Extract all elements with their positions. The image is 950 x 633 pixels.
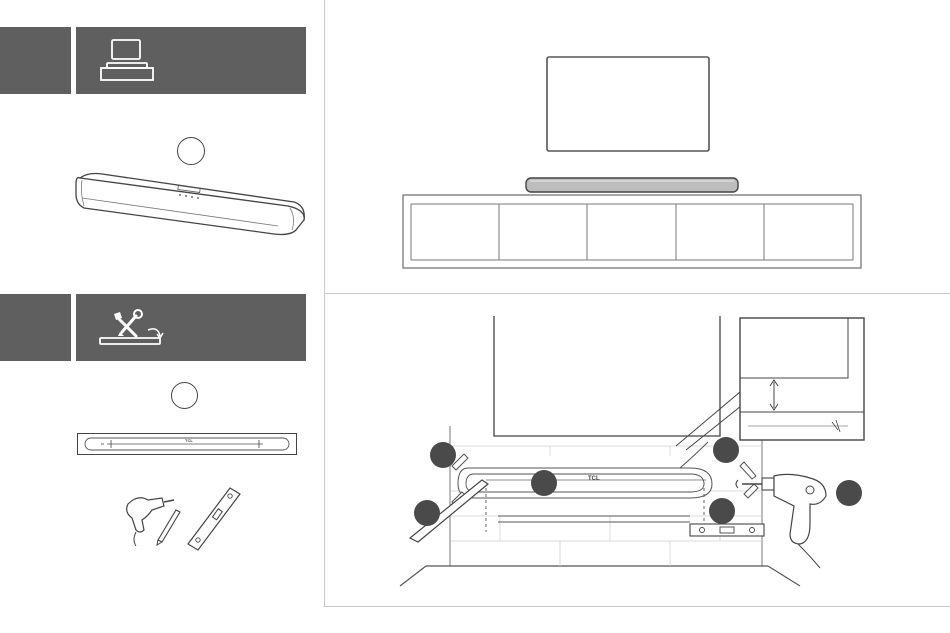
step-circle xyxy=(171,382,198,409)
soundbar-illustration xyxy=(74,168,314,238)
tv-on-stand-icon xyxy=(98,36,168,86)
spirit-level-icon xyxy=(690,524,764,536)
pencil-icon xyxy=(157,510,180,545)
tools-icon xyxy=(98,302,178,354)
section-divider xyxy=(325,293,950,294)
step-badge xyxy=(709,498,735,524)
bottom-divider xyxy=(325,606,950,607)
template-logo: TCL xyxy=(185,438,193,443)
soundbar xyxy=(526,178,738,192)
step-badge xyxy=(414,500,440,526)
step-badge xyxy=(836,480,862,506)
wall-mount-scene: TCL xyxy=(390,306,950,596)
column-divider xyxy=(324,0,325,607)
mounting-template: TCL xyxy=(77,433,297,455)
tv-screen xyxy=(547,57,709,151)
section-2-number-block xyxy=(0,294,71,361)
step-badge xyxy=(430,442,456,468)
section-2-header xyxy=(76,294,306,361)
step-badge xyxy=(713,437,739,463)
step-badge xyxy=(531,470,557,496)
tv-stand-scene xyxy=(400,52,870,272)
drill-icon xyxy=(127,498,174,546)
detail-callout xyxy=(740,318,864,440)
tools-illustration xyxy=(118,482,248,552)
step-circle xyxy=(177,137,205,165)
wall-template-logo: TCL xyxy=(588,476,600,482)
section-1-number-block xyxy=(0,27,71,94)
tv-cabinet xyxy=(403,195,861,268)
section-1-header xyxy=(76,27,306,94)
spirit-level-icon xyxy=(188,488,240,550)
